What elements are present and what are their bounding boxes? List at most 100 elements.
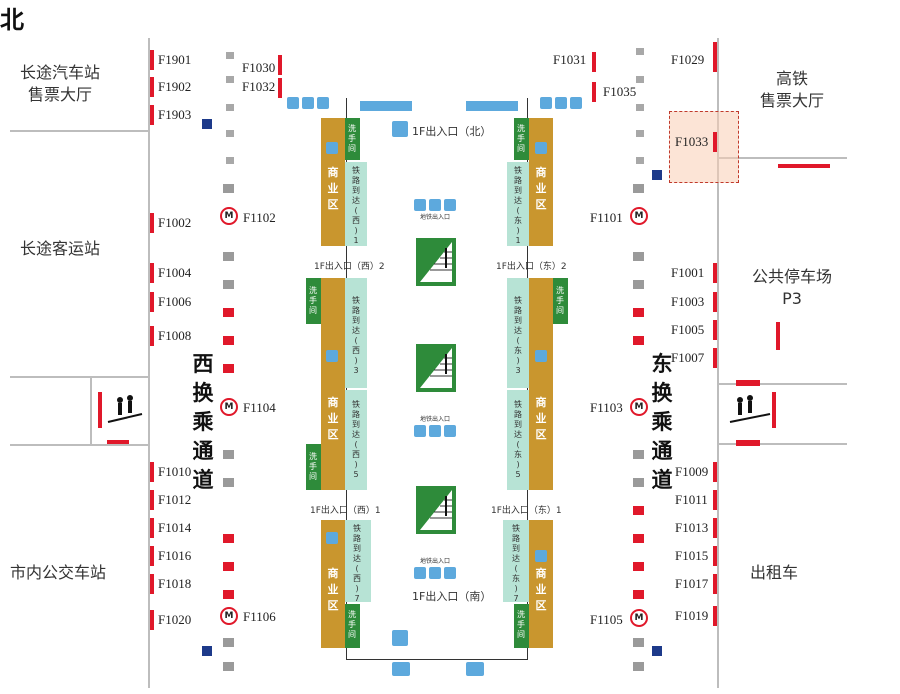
rail-arrival-area (345, 278, 367, 388)
char: ( (355, 564, 359, 573)
gate-label[interactable]: F1903 (158, 107, 192, 122)
region-line: 长途汽车站 (20, 63, 101, 82)
char: 铁 (353, 524, 361, 533)
gate-label[interactable]: F1020 (158, 612, 192, 627)
char: 手 (309, 296, 317, 305)
east-entrance-2-label[interactable]: 1F出入口（东）2 (496, 262, 567, 272)
char: ) (516, 226, 520, 235)
shop-label: 商业区 (326, 566, 340, 614)
gate-label[interactable]: F1004 (158, 265, 192, 280)
metro-gate-label[interactable]: F1101 (590, 210, 623, 225)
marker (633, 662, 644, 671)
marker (223, 280, 234, 289)
rail-arrival-area (507, 278, 529, 388)
marker (633, 450, 644, 459)
metro-gate-label[interactable]: F1105 (590, 612, 623, 627)
restroom-area (306, 444, 321, 490)
service-icon (540, 97, 552, 109)
rail-label: 铁路到达(西)5 (351, 400, 361, 480)
north-entrance-label[interactable]: 1F出入口（北） (412, 125, 492, 138)
gate-label[interactable]: F1001 (671, 265, 705, 280)
gate-label[interactable]: F1016 (158, 548, 192, 563)
rail-label: 铁路到达(西)1 (351, 166, 361, 246)
taxi-stand: 出租车 (750, 563, 799, 582)
gate-label[interactable]: F1008 (158, 328, 192, 343)
gate-label[interactable]: F1031 (553, 52, 587, 67)
gate-label[interactable]: F1030 (242, 60, 276, 75)
char: 间 (348, 630, 356, 639)
char: 业 (535, 182, 547, 195)
gate-label[interactable]: F1018 (158, 576, 192, 591)
service-icon (570, 97, 582, 109)
service-icon (555, 97, 567, 109)
char: 西 (352, 450, 360, 459)
metro-gate-label[interactable]: F1104 (243, 400, 276, 415)
east-entrance-1-label[interactable]: 1F出入口（东）1 (491, 506, 562, 516)
gate-marker (150, 610, 154, 630)
rail-arrival-area (345, 520, 371, 602)
gate-marker (150, 213, 154, 233)
walkway-icon (98, 392, 143, 428)
restroom-area (306, 278, 321, 324)
char: 路 (514, 306, 522, 315)
gate-label[interactable]: F1015 (675, 548, 709, 563)
gate-label[interactable]: F1011 (675, 492, 708, 507)
gate-label[interactable]: F1901 (158, 52, 192, 67)
metro-gate-label[interactable]: F1102 (243, 210, 276, 225)
metro-icon: M (630, 609, 648, 627)
gate-label[interactable]: F1007 (671, 350, 705, 365)
gate-label[interactable]: F1014 (158, 520, 192, 535)
char: 铁 (514, 400, 522, 409)
marker (223, 252, 234, 261)
gate-label[interactable]: F1032 (242, 79, 276, 94)
char: 东 (514, 450, 522, 459)
gate-label[interactable]: F1013 (675, 520, 709, 535)
shop-area (529, 278, 553, 490)
rail-arrival-area (507, 162, 529, 246)
gate-label[interactable]: F1002 (158, 215, 192, 230)
char: 间 (309, 306, 317, 315)
restroom-label: 洗手间 (516, 610, 526, 640)
marker (226, 130, 234, 137)
service-icons (414, 198, 459, 212)
char: 换 (651, 381, 673, 405)
marker (223, 184, 234, 193)
service-icons (540, 96, 585, 110)
gate-label[interactable]: F1009 (675, 464, 709, 479)
gate-label[interactable]: F1012 (158, 492, 192, 507)
rail-label: 铁路到达(东)1 (513, 166, 523, 246)
marker (633, 308, 644, 317)
gate-label[interactable]: F1005 (671, 322, 705, 337)
hsr-ticket-hall: 高铁 售票大厅 (760, 68, 824, 112)
gate-label[interactable]: F1017 (675, 576, 709, 591)
char: 路 (352, 410, 360, 419)
gate-label[interactable]: F1019 (675, 608, 709, 623)
char: ( (514, 564, 518, 573)
char: 达 (514, 196, 522, 205)
marker (633, 478, 644, 487)
char: 7 (513, 594, 519, 603)
gate-label[interactable]: F1029 (671, 52, 705, 67)
gate-label[interactable]: F1902 (158, 79, 192, 94)
gate-label[interactable]: F1003 (671, 294, 705, 309)
gate-label[interactable]: F1033 (675, 134, 709, 149)
metro-gate-label[interactable]: F1103 (590, 400, 623, 415)
service-icon (302, 97, 314, 109)
char: 5 (353, 470, 359, 479)
char: 手 (348, 620, 356, 629)
west-entrance-2-label[interactable]: 1F出入口（西）2 (314, 262, 385, 272)
gate-marker (713, 263, 717, 283)
char: 手 (517, 620, 525, 629)
metro-icon: M (630, 207, 648, 225)
char: 到 (512, 544, 520, 553)
west-entrance-1-label[interactable]: 1F出入口（西）1 (310, 506, 381, 516)
south-entrance-label[interactable]: 1F出入口（南） (412, 590, 492, 603)
metro-gate-label[interactable]: F1106 (243, 609, 276, 624)
gate-label[interactable]: F1035 (603, 84, 637, 99)
char: 洗 (309, 286, 317, 295)
gate-marker (278, 78, 282, 98)
service-icons (414, 566, 459, 580)
gate-label[interactable]: F1010 (158, 464, 192, 479)
marker (226, 104, 234, 111)
gate-label[interactable]: F1006 (158, 294, 192, 309)
